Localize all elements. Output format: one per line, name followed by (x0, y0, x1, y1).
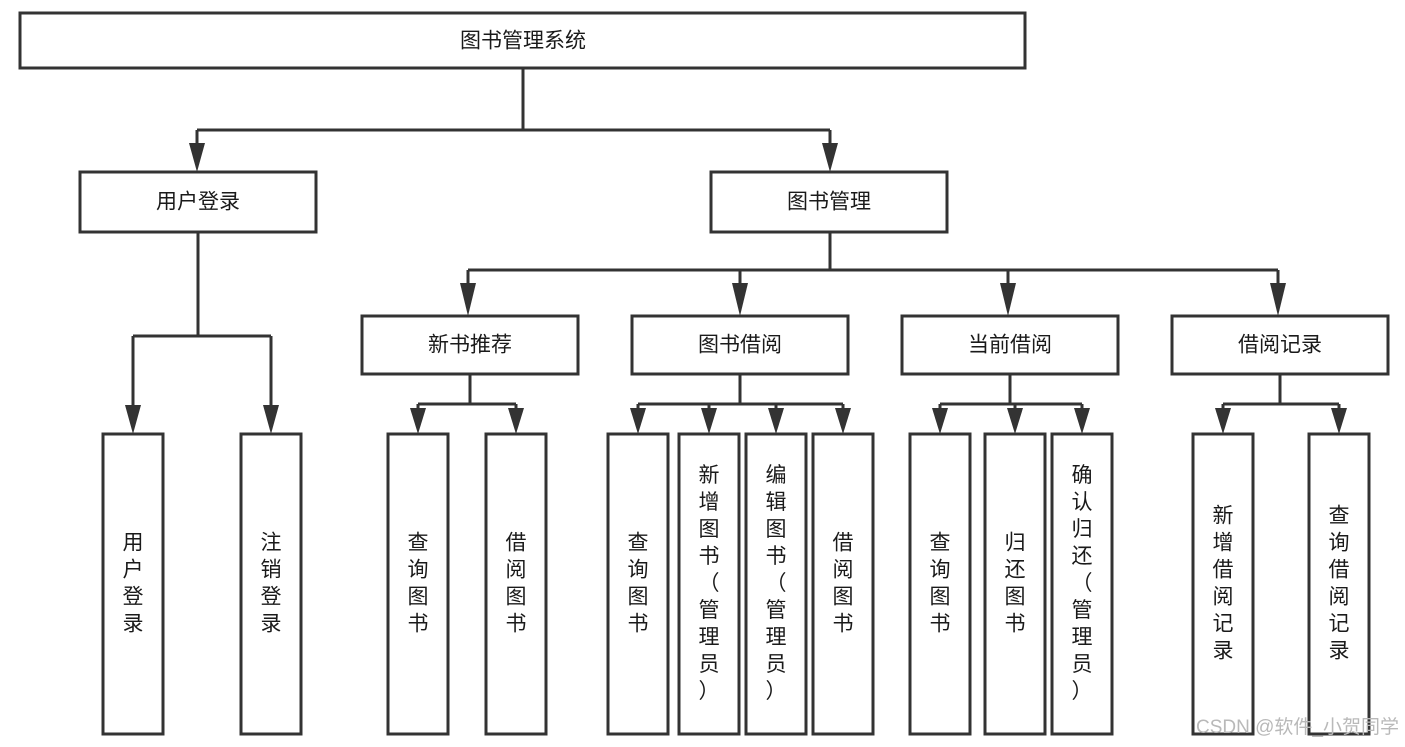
node-book-borrow-box[interactable] (630, 314, 850, 376)
node-leaf-query-book-rec-label: 查询图书 (408, 531, 429, 635)
node-new-book-rec-box[interactable] (360, 314, 580, 376)
arrow-head-leaf-query-book-cur (932, 408, 948, 434)
node-leaf-borrow-book-rec[interactable]: 借阅图书 (484, 432, 548, 736)
arrow-head-leaf-borrow-book-rec (508, 408, 524, 434)
node-leaf-edit-book[interactable]: 编辑图书（管理员） (744, 432, 808, 736)
node-leaf-return-book-label: 归还图书 (1005, 531, 1026, 635)
arrow-head-leaf-user-logout (263, 405, 279, 434)
node-borrow-record[interactable]: 借阅记录 (1170, 314, 1390, 376)
node-leaf-confirm-return[interactable]: 确认归还（管理员） (1050, 432, 1114, 736)
node-leaf-query-book-cur-label: 查询图书 (930, 531, 951, 635)
node-leaf-add-record-box[interactable] (1191, 432, 1255, 736)
node-leaf-add-record[interactable]: 新增借阅记录 (1191, 432, 1255, 736)
arrow-head-leaf-add-record (1215, 408, 1231, 434)
node-leaf-user-logout-box[interactable] (239, 432, 303, 736)
node-leaf-confirm-return-label: 确认归还（管理员） (1072, 464, 1093, 703)
arrow-head-leaf-edit-book (768, 408, 784, 434)
arrow-head-current-borrow (1000, 283, 1016, 316)
node-leaf-query-record-label: 查询借阅记录 (1329, 504, 1350, 662)
node-leaf-borrow-book-box[interactable] (811, 432, 875, 736)
connector-layer (125, 68, 1347, 434)
arrow-head-book-manage (822, 143, 838, 172)
node-new-book-rec-label: 新书推荐 (428, 334, 512, 357)
node-leaf-query-record[interactable]: 查询借阅记录 (1307, 432, 1371, 736)
node-book-manage-box[interactable] (709, 170, 949, 234)
node-leaf-user-login-box[interactable] (101, 432, 165, 736)
csdn-watermark: CSDN @软件_小贺同学 (1196, 716, 1399, 738)
node-book-manage[interactable]: 图书管理 (709, 170, 949, 234)
arrow-head-user-login (189, 143, 205, 172)
node-leaf-confirm-return-box[interactable] (1050, 432, 1114, 736)
node-leaf-user-logout-label: 注销登录 (261, 531, 282, 635)
arrow-head-leaf-confirm-return (1074, 408, 1090, 434)
node-leaf-query-book-borrow[interactable]: 查询图书 (606, 432, 670, 736)
arrow-head-borrow-record (1270, 283, 1286, 316)
node-leaf-add-book[interactable]: 新增图书（管理员） (677, 432, 741, 736)
node-new-book-rec[interactable]: 新书推荐 (360, 314, 580, 376)
arrow-head-new-book-rec (460, 283, 476, 316)
node-leaf-add-book-label: 新增图书（管理员） (699, 464, 720, 703)
node-book-borrow-label: 图书借阅 (698, 334, 782, 357)
node-leaf-return-book[interactable]: 归还图书 (983, 432, 1047, 736)
arrow-head-leaf-query-record (1331, 408, 1347, 434)
node-leaf-borrow-book[interactable]: 借阅图书 (811, 432, 875, 736)
node-leaf-user-logout[interactable]: 注销登录 (239, 432, 303, 736)
node-user-login-box[interactable] (78, 170, 318, 234)
arrow-head-leaf-query-book-rec (410, 408, 426, 434)
node-root-box[interactable] (18, 11, 1027, 70)
node-leaf-add-book-box[interactable] (677, 432, 741, 736)
arrow-head-leaf-user-login (125, 405, 141, 434)
node-book-manage-label: 图书管理 (787, 191, 871, 214)
arrow-head-leaf-borrow-book (835, 408, 851, 434)
node-leaf-query-book-borrow-box[interactable] (606, 432, 670, 736)
arrow-head-leaf-add-book (701, 408, 717, 434)
node-root[interactable]: 图书管理系统 (18, 11, 1027, 70)
node-leaf-query-book-rec[interactable]: 查询图书 (386, 432, 450, 736)
node-current-borrow-label: 当前借阅 (968, 334, 1052, 357)
node-leaf-user-login[interactable]: 用户登录 (101, 432, 165, 736)
node-user-login[interactable]: 用户登录 (78, 170, 318, 234)
node-leaf-query-book-cur-box[interactable] (908, 432, 972, 736)
arrow-head-leaf-query-book-borrow (630, 408, 646, 434)
node-leaf-query-book-borrow-label: 查询图书 (628, 531, 649, 635)
node-leaf-edit-book-label: 编辑图书（管理员） (766, 464, 787, 703)
node-leaf-borrow-book-rec-box[interactable] (484, 432, 548, 736)
node-layer: 图书管理系统 用户登录 图书管理 新书推荐 图书借阅 当前借阅 (18, 11, 1390, 736)
node-root-label: 图书管理系统 (460, 30, 586, 53)
node-leaf-query-record-box[interactable] (1307, 432, 1371, 736)
node-current-borrow[interactable]: 当前借阅 (900, 314, 1120, 376)
node-user-login-label: 用户登录 (156, 191, 240, 214)
arrow-head-book-borrow (732, 283, 748, 316)
node-borrow-record-box[interactable] (1170, 314, 1390, 376)
node-leaf-return-book-box[interactable] (983, 432, 1047, 736)
node-leaf-borrow-book-rec-label: 借阅图书 (506, 531, 527, 635)
node-current-borrow-box[interactable] (900, 314, 1120, 376)
node-borrow-record-label: 借阅记录 (1238, 334, 1322, 357)
node-leaf-query-book-rec-box[interactable] (386, 432, 450, 736)
node-leaf-edit-book-box[interactable] (744, 432, 808, 736)
node-book-borrow[interactable]: 图书借阅 (630, 314, 850, 376)
arrow-head-leaf-return-book (1007, 408, 1023, 434)
node-leaf-add-record-label: 新增借阅记录 (1213, 504, 1234, 662)
node-leaf-user-login-label: 用户登录 (123, 531, 144, 635)
node-leaf-query-book-cur[interactable]: 查询图书 (908, 432, 972, 736)
node-leaf-borrow-book-label: 借阅图书 (833, 531, 854, 635)
